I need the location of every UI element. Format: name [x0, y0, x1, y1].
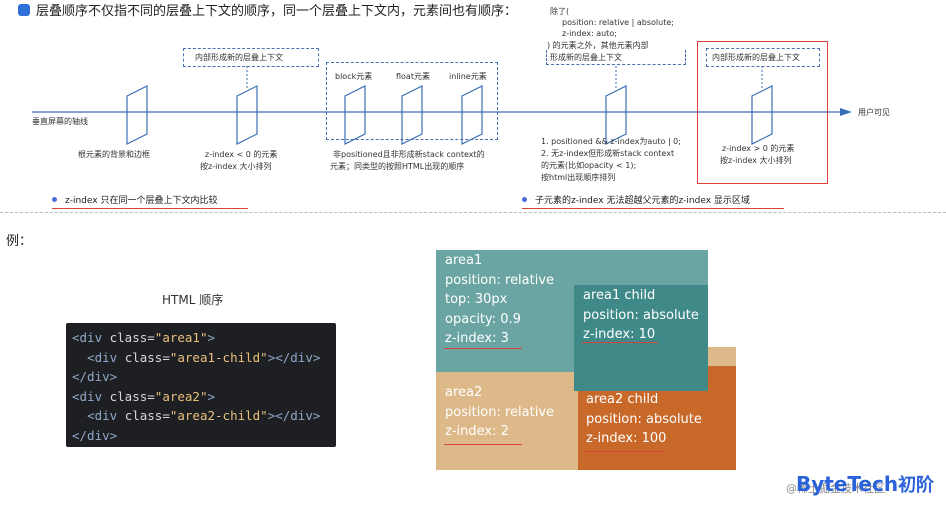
code-line: <div class="area2-child"></div> — [87, 408, 321, 423]
area2-child-line: z-index: 100 — [586, 431, 667, 446]
note-right: 子元素的z-index 无法超越父元素的z-index 显示区域 — [522, 193, 750, 206]
plane-root-bg — [126, 85, 148, 145]
area1-child-z-underline — [582, 342, 658, 343]
area2-z-underline — [444, 444, 522, 445]
code-line: </div> — [72, 369, 118, 384]
label-float: float元素 — [396, 72, 430, 81]
neg-z-header: 内部形成新的层叠上下文 — [195, 53, 283, 62]
area1-child-line: area1 child — [583, 288, 656, 303]
axis-arrowhead — [840, 108, 852, 116]
pos-z-caption-1: z-index > 0 的元素 — [722, 144, 795, 153]
area1-child-box: area1 child position: absolute z-index: … — [574, 285, 708, 391]
plane-inline — [461, 85, 483, 145]
root-bg-caption: 根元素的背景和边框 — [78, 150, 150, 159]
auto-header-1: position: relative | absolute; — [562, 18, 674, 27]
neg-z-caption-1: z-index < 0 的元素 — [205, 150, 278, 159]
auto-caption-1: 2. 无z-index但形成新stack context — [541, 149, 675, 158]
code-line: </div> — [72, 427, 118, 443]
plane-block — [344, 85, 366, 145]
in-flow-caption-1: 非positioned且非形成新stack context的 — [333, 150, 485, 159]
area2-line: z-index: 2 — [445, 424, 509, 439]
area2-line: position: relative — [445, 404, 555, 420]
note-bullet-icon — [52, 197, 57, 202]
watermark-text: @稀土掘金技术社区 — [786, 482, 885, 495]
pos-z-highlight-box — [697, 41, 828, 184]
area1-line: top: 30px — [445, 292, 508, 307]
note-left: z-index 只在同一个层叠上下文内比较 — [52, 193, 217, 206]
auto-header-0: 除了( — [550, 7, 570, 16]
note-left-underline — [52, 208, 248, 209]
auto-caption-2: 的元素(比如opacity < 1); — [541, 161, 637, 170]
plane-auto-z — [605, 85, 627, 145]
title-bullet-icon — [18, 3, 30, 16]
axis-right-label: 用户可见 — [858, 108, 890, 117]
code-line: <div class="area1"> — [72, 330, 216, 345]
area1-line: position: relative — [445, 272, 555, 288]
axis-left-label: 垂直屏幕的轴线 — [32, 117, 88, 126]
auto-caption-0: 1. positioned && z-index为auto | 0; — [541, 137, 681, 146]
brand-logo: ByteTech初阶 — [796, 472, 935, 496]
note-right-underline — [522, 208, 784, 209]
area1-line: z-index: 3 — [445, 331, 509, 346]
stacking-axis-diagram — [32, 66, 852, 145]
pos-z-header-box — [706, 48, 820, 67]
html-order-label: HTML 顺序 — [162, 293, 224, 307]
note-bullet-icon — [522, 197, 527, 202]
neg-z-header-box — [183, 48, 319, 67]
code-block: <div class="area1"> <div class="area1-ch… — [66, 323, 336, 447]
pos-z-header: 内部形成新的层叠上下文 — [712, 53, 800, 62]
label-inline: inline元素 — [449, 72, 487, 81]
plane-pos-z — [751, 85, 773, 145]
label-block: block元素 — [335, 72, 373, 81]
code-line: <div class="area1-child"></div> — [87, 349, 321, 365]
auto-header-4: 形成新的层叠上下文 — [550, 53, 622, 62]
auto-header-3: ) 的元素之外，其他元素内部 — [547, 41, 649, 50]
in-flow-caption-2: 元素；同类型的按照HTML出现的顺序 — [330, 162, 465, 171]
area2-line: area2 — [445, 385, 483, 400]
neg-z-caption-2: 按z-index 大小排列 — [200, 162, 272, 171]
area1-child-line: z-index: 10 — [583, 327, 656, 342]
in-flow-group-box — [326, 62, 498, 140]
area2-child-z-underline — [586, 451, 666, 452]
area2-child-line: area2 child — [586, 392, 659, 407]
area1-z-underline — [444, 348, 522, 349]
example-label: 例： — [6, 234, 33, 249]
auto-caption-3: 按html出现顺序排列 — [541, 173, 616, 182]
auto-header-2: z-index: auto; — [562, 29, 617, 38]
code-line: <div class="area2"> — [72, 388, 216, 404]
area2-child-line: position: absolute — [586, 411, 702, 427]
plane-float — [401, 85, 423, 145]
area1-line: area1 — [445, 253, 483, 268]
pos-z-caption-2: 按z-index 大小排列 — [720, 156, 792, 165]
auto-header-box — [546, 50, 686, 65]
area1-child-line: position: absolute — [583, 307, 699, 323]
page-title: 层叠顺序不仅指不同的层叠上下文的顺序，同一个层叠上下文内，元素间也有顺序： — [18, 0, 517, 19]
plane-neg-z — [236, 85, 258, 145]
area1-line: opacity: 0.9 — [445, 311, 521, 327]
section-divider — [0, 212, 946, 213]
